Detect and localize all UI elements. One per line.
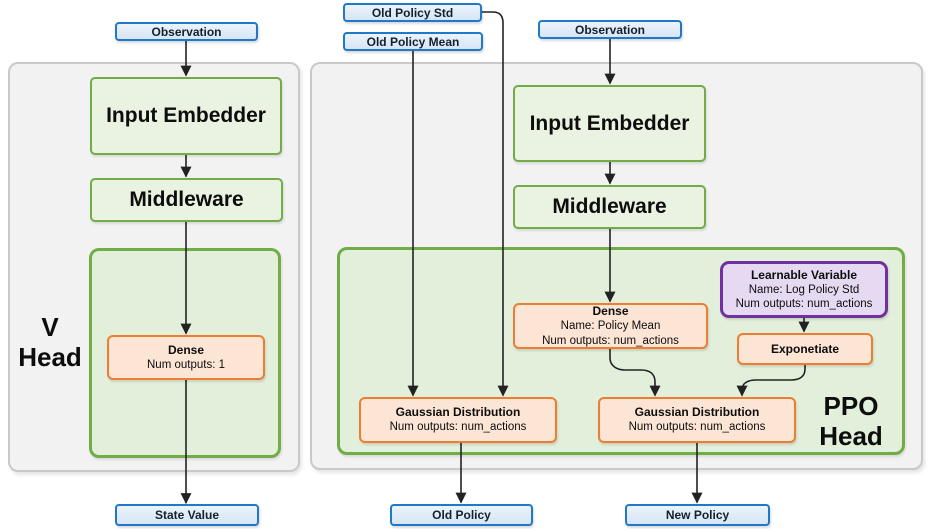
input-embedder-label-v: Input Embedder [106, 104, 266, 127]
v-head-label: V Head [12, 312, 88, 372]
dense-policy-mean-title: Dense [592, 304, 629, 318]
state-value-output: State Value [115, 504, 259, 526]
observation-input-v: Observation [115, 22, 258, 41]
dense-policy-mean-name: Name: Policy Mean [560, 320, 661, 332]
v-head-label-line2: Head [18, 342, 82, 372]
state-value-label: State Value [154, 508, 220, 522]
gaussian-old-outputs: Num outputs: num_actions [389, 421, 527, 434]
ppo-head-label-line2: Head [819, 421, 883, 451]
dense-box-v: Dense Num outputs: 1 [107, 335, 265, 380]
observation-input-ppo: Observation [538, 20, 682, 39]
ppo-head-label-line1: PPO [823, 391, 879, 421]
old-policy-mean-input: Old Policy Mean [343, 32, 483, 51]
ppo-head-label: PPO Head [806, 391, 896, 451]
learnable-variable-title: Learnable Variable [750, 267, 858, 282]
new-policy-output-label: New Policy [665, 508, 730, 522]
learnable-variable-name: Name: Log Policy Std [748, 283, 860, 296]
gaussian-distribution-new-box: Gaussian Distribution Num outputs: num_a… [598, 397, 796, 443]
exponentiate-box: Exponetiate [737, 333, 873, 365]
dense-policy-mean-box: Dense Name: Policy Mean Num outputs: num… [513, 303, 708, 349]
input-embedder-box-v: Input Embedder [90, 77, 282, 155]
observation-input-v-label: Observation [151, 24, 222, 39]
old-policy-output-label: Old Policy [432, 508, 491, 522]
gaussian-distribution-old-box: Gaussian Distribution Num outputs: num_a… [359, 397, 557, 443]
middleware-label-v: Middleware [129, 188, 244, 211]
learnable-variable-box: Learnable Variable Name: Log Policy Std … [720, 261, 888, 318]
old-policy-mean-label: Old Policy Mean [366, 34, 460, 49]
dense-title-v: Dense [167, 342, 205, 357]
middleware-box-v: Middleware [90, 178, 283, 222]
old-policy-std-label: Old Policy Std [371, 5, 454, 20]
gaussian-new-outputs: Num outputs: num_actions [628, 421, 766, 434]
observation-input-ppo-label: Observation [574, 22, 646, 37]
dense-outputs-v: Num outputs: 1 [147, 358, 225, 371]
old-policy-output: Old Policy [390, 504, 533, 526]
input-embedder-label-ppo: Input Embedder [529, 111, 690, 135]
new-policy-output: New Policy [625, 504, 770, 526]
old-policy-std-input: Old Policy Std [343, 3, 482, 22]
gaussian-new-title: Gaussian Distribution [634, 405, 760, 420]
gaussian-old-title: Gaussian Distribution [395, 405, 521, 420]
input-embedder-box-ppo: Input Embedder [513, 85, 706, 162]
middleware-box-ppo: Middleware [513, 185, 706, 229]
v-head-label-line1: V [41, 312, 59, 342]
middleware-label-ppo: Middleware [552, 195, 667, 218]
dense-policy-mean-outputs: Num outputs: num_actions [542, 334, 679, 347]
learnable-variable-outputs: Num outputs: num_actions [735, 298, 873, 310]
exponentiate-label: Exponetiate [770, 341, 839, 356]
